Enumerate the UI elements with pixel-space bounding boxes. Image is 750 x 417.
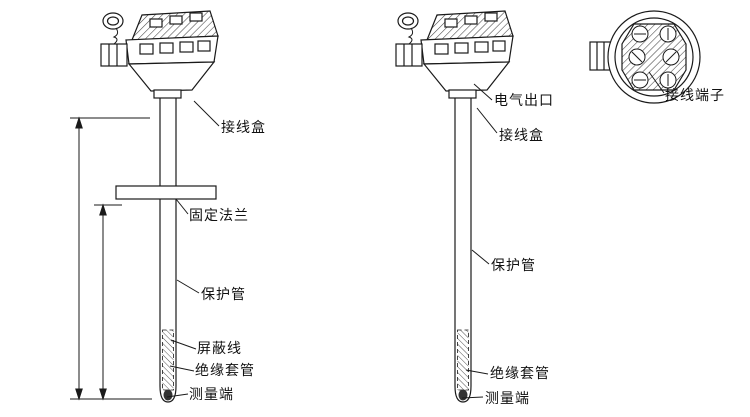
label-shielded-wire: 屏蔽线 [197, 341, 242, 357]
junction-box-left-shape [100, 10, 219, 99]
label-flange: 固定法兰 [189, 208, 249, 224]
terminal-screws [628, 25, 680, 89]
cable-entry-hex-right [395, 43, 423, 67]
terminal-detail-view [589, 10, 701, 104]
label-electrical-outlet: 电气出口 [494, 93, 554, 109]
label-insulation-sleeve-left: 绝缘套管 [195, 363, 255, 379]
label-protection-tube-right: 保护管 [491, 258, 536, 274]
cap-and-chain-left [102, 12, 124, 45]
terminal-leader-line [648, 71, 665, 94]
label-protection-tube-left: 保护管 [201, 287, 246, 303]
insulation-sleeve-left-shape [162, 329, 174, 391]
cap-and-chain-right [397, 12, 419, 45]
junction-box-right-shape [395, 10, 514, 99]
label-junction-box-left: 接线盒 [221, 120, 266, 136]
detail-hex-fitting [589, 41, 613, 71]
protection-tube-right-shape [454, 97, 472, 403]
label-terminal: 接线端子 [665, 88, 725, 104]
right-leader-lines [461, 83, 498, 399]
dimension-lines [70, 116, 152, 401]
cable-entry-hex-left [100, 43, 128, 67]
measuring-end-right-shape [458, 389, 468, 401]
protection-tube-left-shape [159, 97, 177, 403]
label-junction-box-right: 接线盒 [499, 128, 544, 144]
right-assembly [395, 10, 514, 403]
insulation-sleeve-right-shape [457, 329, 469, 391]
left-leader-lines [166, 100, 220, 398]
flange-shape [115, 185, 217, 200]
label-insulation-sleeve-right: 绝缘套管 [490, 366, 550, 382]
label-measuring-end-left: 测量端 [189, 387, 234, 403]
left-assembly [100, 10, 219, 403]
measuring-end-left-shape [163, 389, 173, 401]
label-measuring-end-right: 测量端 [485, 391, 530, 407]
